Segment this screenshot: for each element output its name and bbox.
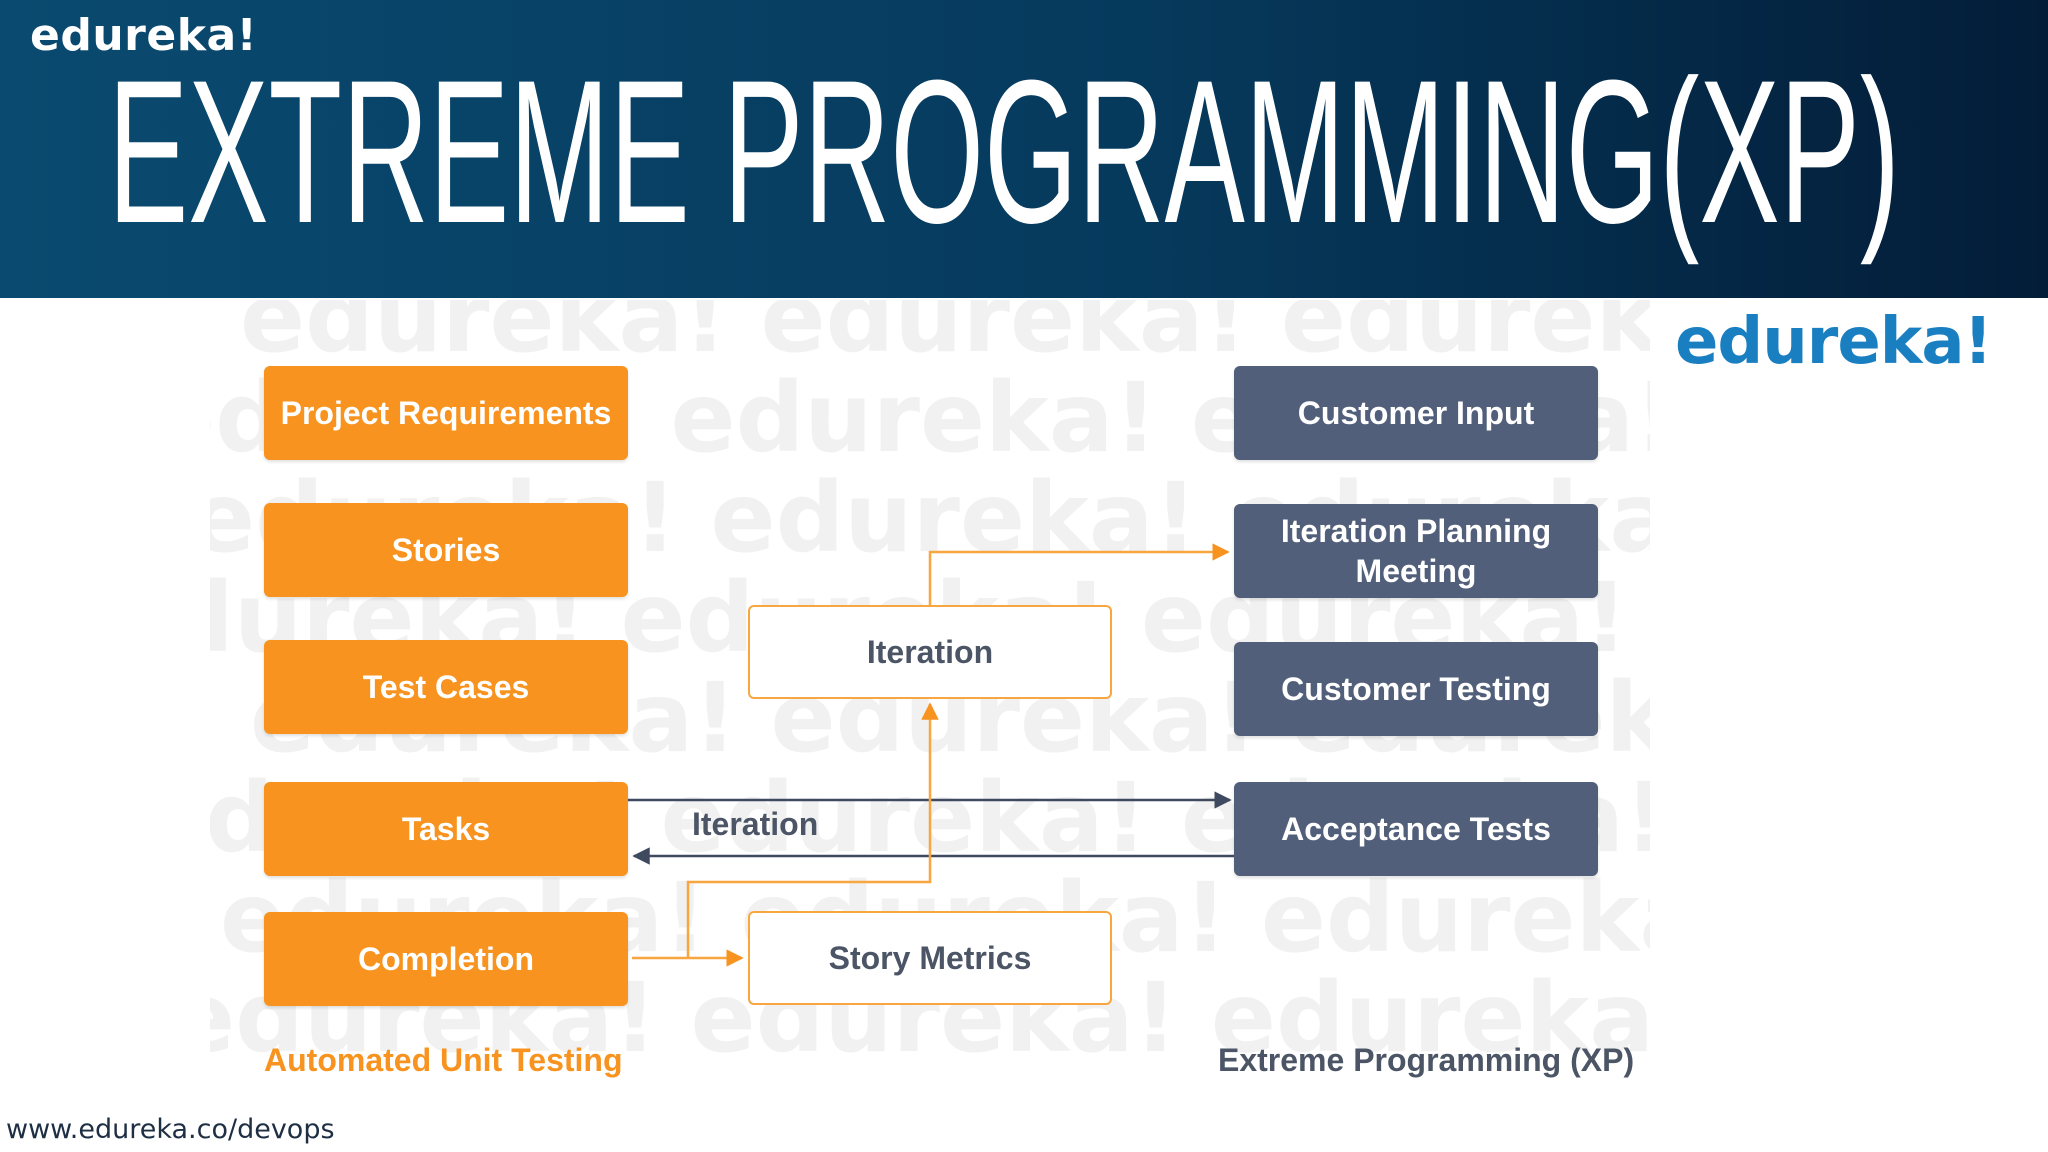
page-title-text: EXTREME PROGRAMMING(XP) — [108, 38, 1900, 266]
box-label: Tasks — [401, 811, 491, 847]
footer-url: www.edureka.co/devops — [6, 1114, 335, 1145]
box-label: Iteration — [866, 634, 994, 670]
box-label: Stories — [391, 532, 501, 568]
caption-automated-unit-testing: Automated Unit Testing — [264, 1042, 623, 1078]
box-customer-testing: Customer Testing — [1234, 642, 1598, 736]
box-label: Story Metrics — [828, 940, 1032, 976]
box-label: Completion — [358, 941, 534, 977]
box-label: Customer Testing — [1281, 671, 1551, 707]
box-iteration: Iteration — [748, 605, 1112, 699]
box-test-cases: Test Cases — [264, 640, 628, 734]
title-banner: edureka! EXTREME PROGRAMMING(XP) — [0, 0, 2048, 298]
box-customer-input: Customer Input — [1234, 366, 1598, 460]
arrow-completion-to-iteration — [686, 702, 939, 958]
box-label: Test Cases — [362, 669, 530, 705]
box-stories: Stories — [264, 503, 628, 597]
page-title: EXTREME PROGRAMMING(XP) — [0, 0, 2048, 298]
box-label: Customer Input — [1297, 395, 1535, 431]
box-story-metrics: Story Metrics — [748, 911, 1112, 1005]
caption-extreme-programming: Extreme Programming (XP) — [1218, 1042, 1635, 1078]
brand-logo-small: edureka! — [30, 10, 258, 61]
arrow-label-iteration: Iteration — [692, 806, 819, 842]
box-label: Project Requirements — [280, 395, 612, 431]
box-completion: Completion — [264, 912, 628, 1006]
brand-logo: edureka! — [1675, 305, 1993, 379]
box-iteration-planning-meeting: Iteration Planning Meeting — [1234, 504, 1598, 598]
box-label: Acceptance Tests — [1281, 811, 1551, 847]
box-project-requirements: Project Requirements — [264, 366, 628, 460]
box-tasks: Tasks — [264, 782, 628, 876]
box-label: Iteration Planning Meeting — [1280, 513, 1552, 589]
box-acceptance-tests: Acceptance Tests — [1234, 782, 1598, 876]
arrow-iteration-to-planning — [928, 543, 1230, 605]
